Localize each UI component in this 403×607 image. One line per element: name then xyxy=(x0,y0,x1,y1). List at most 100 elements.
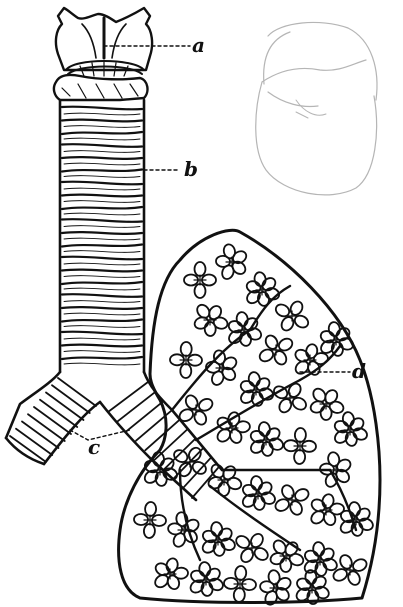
alveolar-lobule xyxy=(309,493,345,527)
cartilage-ring-shade xyxy=(64,363,140,365)
trachea xyxy=(60,100,144,372)
alveolus xyxy=(309,497,327,514)
alveolar-lobule xyxy=(309,386,345,420)
cartilage-ring-shade xyxy=(64,213,140,215)
alveolar-lobule xyxy=(153,557,189,591)
bronchus-ring xyxy=(46,393,84,421)
cartilage-ring-shade xyxy=(64,301,140,303)
cartilage-ring-shade xyxy=(64,313,140,315)
alveolar-lobule xyxy=(240,475,276,510)
alveolus xyxy=(195,284,206,298)
alveolus xyxy=(186,446,203,464)
bronchiole xyxy=(190,405,202,415)
cartilage-ring-shade xyxy=(64,113,140,115)
alveolar-lobule xyxy=(216,243,249,281)
cartilage-ring xyxy=(62,107,142,110)
bronchus-ring xyxy=(155,430,187,460)
cartilage-ring xyxy=(62,282,142,284)
cartilage-ring-shade xyxy=(64,238,140,240)
label-c: c xyxy=(88,435,100,459)
alveolus xyxy=(293,347,311,363)
alveolus xyxy=(277,397,294,415)
bronchus-ring xyxy=(58,378,96,406)
alveolus xyxy=(248,532,265,550)
alveolar-lobule xyxy=(238,371,274,406)
alveolar-lobule xyxy=(178,393,215,426)
alveolar-lobule xyxy=(184,262,216,298)
alveolus xyxy=(181,342,192,356)
bronchus-ring xyxy=(108,382,148,412)
cartilage-ring-shade xyxy=(64,288,140,290)
cartilage-ring xyxy=(62,307,142,309)
label-b: b xyxy=(184,157,198,181)
larynx xyxy=(54,8,152,100)
left-bronchus-rings xyxy=(10,378,96,462)
cartilage-ring-shade xyxy=(64,326,140,328)
alveolus xyxy=(294,450,305,464)
cartilage-ring xyxy=(62,132,142,134)
cartilage-ring xyxy=(62,207,142,209)
alveolar-lobule xyxy=(170,342,202,378)
cartilage-ring-shade xyxy=(64,201,140,203)
cartilage-ring-shade xyxy=(64,251,140,253)
alveolar-lobule xyxy=(234,532,270,565)
alveolar-lobule xyxy=(284,428,316,464)
cartilage-ring-shade xyxy=(64,338,140,340)
alveolar-lobule xyxy=(224,566,257,603)
alveolus xyxy=(144,524,156,539)
cartilage-ring-shade xyxy=(64,163,140,165)
cartilage-ring xyxy=(62,219,142,222)
alveolus xyxy=(313,585,330,601)
alveolus xyxy=(295,428,306,442)
alveolus xyxy=(210,521,223,536)
bronchiole xyxy=(284,393,296,403)
bronchiole-branch xyxy=(180,470,200,560)
cartilage-ring xyxy=(62,270,142,272)
alveolus xyxy=(199,562,211,577)
alveolus xyxy=(239,547,256,565)
alveolus xyxy=(338,553,354,570)
alveolus xyxy=(288,299,305,317)
cartilage-ring-shade xyxy=(64,276,140,278)
bronchus-ring xyxy=(34,407,71,434)
cartilage-ring xyxy=(62,157,142,159)
cartilage-ring-shade xyxy=(64,351,140,353)
alveolar-lobule xyxy=(332,411,368,446)
cartilage-ring xyxy=(62,320,142,322)
alveolus xyxy=(263,333,279,351)
cartilage-ring xyxy=(62,195,142,197)
alveolus xyxy=(220,537,237,553)
cartilage-ring xyxy=(62,182,142,185)
alveolus xyxy=(280,483,296,500)
alveolar-lobule xyxy=(193,302,229,336)
alveolar-lobule xyxy=(273,483,310,516)
cartilage-ring xyxy=(62,257,142,260)
alveolus xyxy=(235,566,247,581)
alveolar-lobule xyxy=(206,349,239,386)
bronchus-ring xyxy=(22,422,59,449)
cartilage-ring-shade xyxy=(64,263,140,265)
bronchiole xyxy=(344,565,356,575)
alveolar-lobule xyxy=(331,553,368,587)
faint-sketch xyxy=(256,22,377,194)
alveolar-lobule xyxy=(258,333,295,366)
cartilage-ring xyxy=(62,144,142,147)
cartilage-ring-shade xyxy=(64,126,140,128)
alveolus xyxy=(272,349,288,367)
alveolar-lobule xyxy=(207,462,243,496)
label-d: d xyxy=(352,359,366,383)
alveolus xyxy=(192,409,208,427)
cartilage-ring-shade xyxy=(64,226,140,228)
bronchus-ring xyxy=(52,385,90,413)
cartilage-ring xyxy=(62,245,142,247)
bronchus-ring xyxy=(117,392,155,422)
cartilage-ring-shade xyxy=(64,176,140,178)
alveolus xyxy=(195,262,206,276)
cartilage-ring-shade xyxy=(64,188,140,190)
trachea-cartilage-rings xyxy=(62,107,142,365)
alveolus xyxy=(279,315,296,333)
alveolus xyxy=(153,561,171,578)
cartilage-ring xyxy=(62,294,142,297)
alveolus xyxy=(180,364,191,378)
